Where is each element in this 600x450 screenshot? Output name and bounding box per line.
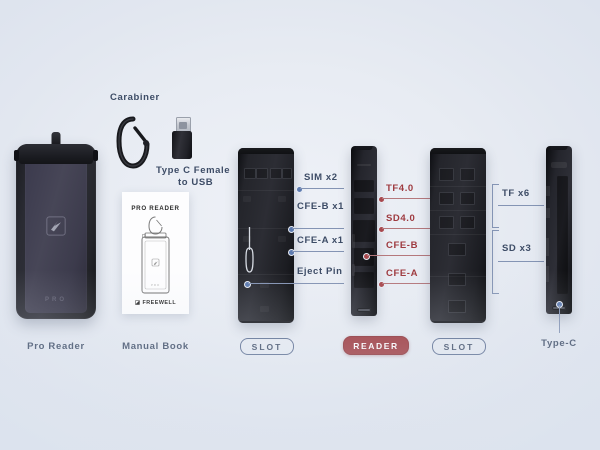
- callout-label-eject-pin: Eject Pin: [297, 266, 343, 277]
- carabiner-item: [116, 116, 150, 169]
- reader-type-c-port: [357, 308, 371, 312]
- slot-right-head: [430, 148, 486, 154]
- callout-label-sd40: SD4.0: [386, 213, 416, 224]
- callout-line-cfe-b: [292, 228, 344, 229]
- callout-line-cfe-a: [292, 251, 344, 252]
- callout-label-sim: SIM x2: [304, 172, 338, 183]
- bracket-sd: [492, 230, 499, 294]
- pro-reader-top-cap: [19, 144, 93, 164]
- badge-slot-left: SLOT: [240, 338, 294, 355]
- slot-left-head: [238, 148, 294, 154]
- label-carabiner: Carabiner: [110, 92, 160, 103]
- slot-right-foot: [431, 321, 485, 323]
- bracket-tf: [492, 184, 499, 228]
- pro-reader-ear-right: [93, 150, 98, 161]
- type-c-lanyard-ring: [550, 146, 568, 150]
- freewell-logo-icon: [46, 216, 66, 236]
- pro-reader-ear-left: [14, 150, 19, 161]
- callout-label-cfe-a-reader: CFE-A: [386, 268, 419, 279]
- type-c-module: [546, 146, 572, 314]
- badge-reader: READER: [343, 336, 409, 355]
- callout-label-cfe-b-reader: CFE-B: [386, 240, 419, 251]
- manual-cover-title: PRO READER: [131, 205, 180, 212]
- callout-line-tf40: [382, 198, 430, 199]
- slot-left-foot: [239, 321, 293, 323]
- callout-line-sim: [300, 188, 344, 189]
- manual-brand-mark: ◪: [134, 300, 141, 306]
- svg-text:PRO: PRO: [151, 283, 160, 287]
- reader-module: [351, 146, 377, 316]
- label-usb-adapter-line1: Type C Female: [156, 165, 231, 176]
- slot-module-left: [238, 148, 294, 323]
- badge-slot-right: SLOT: [432, 338, 486, 355]
- usb-adapter-shell: [172, 131, 192, 159]
- callout-line-type-c: [558, 305, 560, 333]
- callout-dot-type-c: [556, 301, 563, 308]
- slot-module-right: [430, 148, 486, 323]
- type-c-to-usb-adapter: [172, 117, 192, 159]
- callout-line-sd40: [382, 228, 430, 229]
- callout-line-cfe-a-reader: [382, 283, 430, 284]
- manual-book: PRO READER PRO ◪ FREEWELL: [122, 192, 189, 314]
- caption-pro-reader: Pro Reader: [27, 341, 85, 352]
- eject-pin-tool: [245, 227, 254, 273]
- callout-label-tf: TF x6: [502, 188, 530, 199]
- caption-manual-book: Manual Book: [122, 341, 189, 352]
- callout-label-sd: SD x3: [502, 243, 532, 254]
- callout-line-cfe-b-reader: [367, 255, 430, 256]
- manual-cover-brand: ◪ FREEWELL: [122, 300, 189, 306]
- callout-line-eject-pin: [248, 283, 344, 284]
- reader-lanyard-ring: [355, 146, 373, 150]
- callout-label-cfe-b: CFE-B x1: [297, 201, 345, 212]
- callout-line-sd: [498, 261, 544, 262]
- pro-reader-brand-text: PRO: [44, 297, 67, 303]
- manual-cover-artwork: PRO: [141, 216, 170, 294]
- callout-label-tf40: TF4.0: [386, 183, 414, 194]
- manual-brand-text: FREEWELL: [142, 300, 177, 306]
- label-usb-adapter-line2: to USB: [178, 177, 214, 188]
- callout-label-cfe-a: CFE-A x1: [297, 235, 344, 246]
- pro-reader-device: PRO: [14, 132, 98, 319]
- caption-type-c: Type-C: [541, 338, 577, 349]
- callout-line-tf: [498, 205, 544, 206]
